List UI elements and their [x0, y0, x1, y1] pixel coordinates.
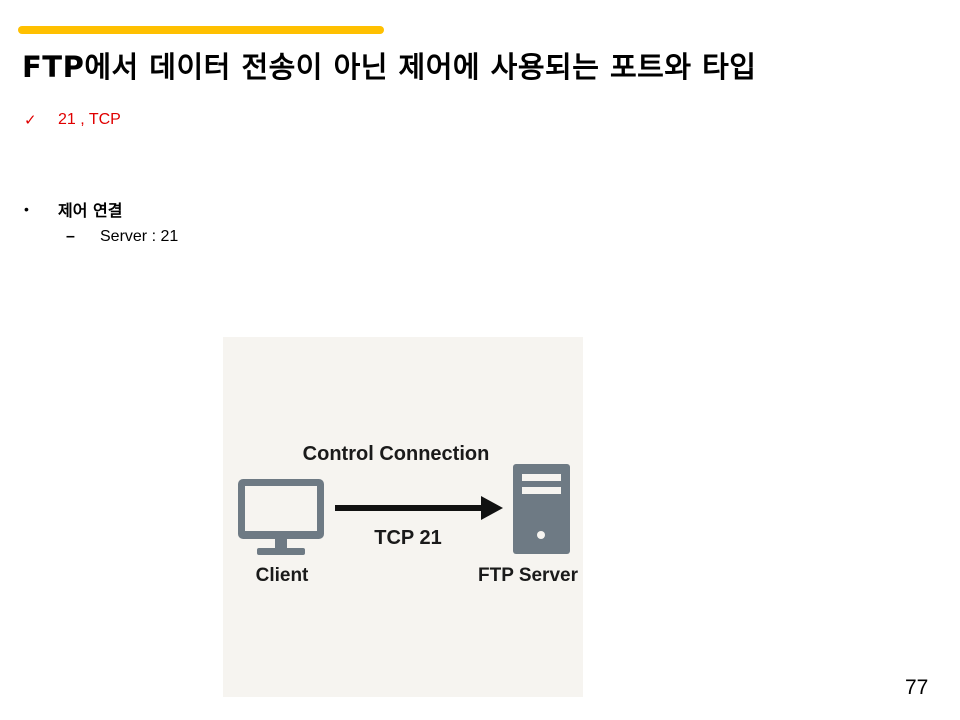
client-label: Client — [256, 565, 309, 586]
arrow-label: TCP 21 — [374, 527, 441, 549]
checkmark-icon: ✓ — [24, 112, 37, 129]
bullet-item: • 제어 연결 — [24, 197, 122, 221]
bullet-text: 제어 연결 — [58, 201, 123, 220]
slide-title: FTP에서 데이터 전송이 아닌 제어에 사용되는 포트와 타입 — [22, 50, 757, 84]
arrow-right-icon — [335, 496, 503, 520]
bullet-dot-icon: • — [24, 201, 29, 217]
client-monitor-icon — [238, 479, 324, 555]
answer-line: ✓ 21 , TCP — [24, 111, 121, 129]
sub-bullet-item: – Server : 21 — [66, 228, 178, 246]
server-label: FTP Server — [478, 565, 579, 586]
title-accent-bar — [18, 26, 384, 34]
ftp-control-connection-diagram: Control Connection Client TCP 21 FTP Ser… — [223, 337, 583, 697]
dash-icon: – — [66, 228, 75, 245]
answer-text: 21 , TCP — [58, 111, 121, 128]
server-tower-icon — [513, 464, 570, 554]
sub-bullet-text: Server : 21 — [100, 228, 179, 245]
diagram-title: Control Connection — [303, 443, 490, 465]
page-number: 77 — [905, 676, 929, 699]
